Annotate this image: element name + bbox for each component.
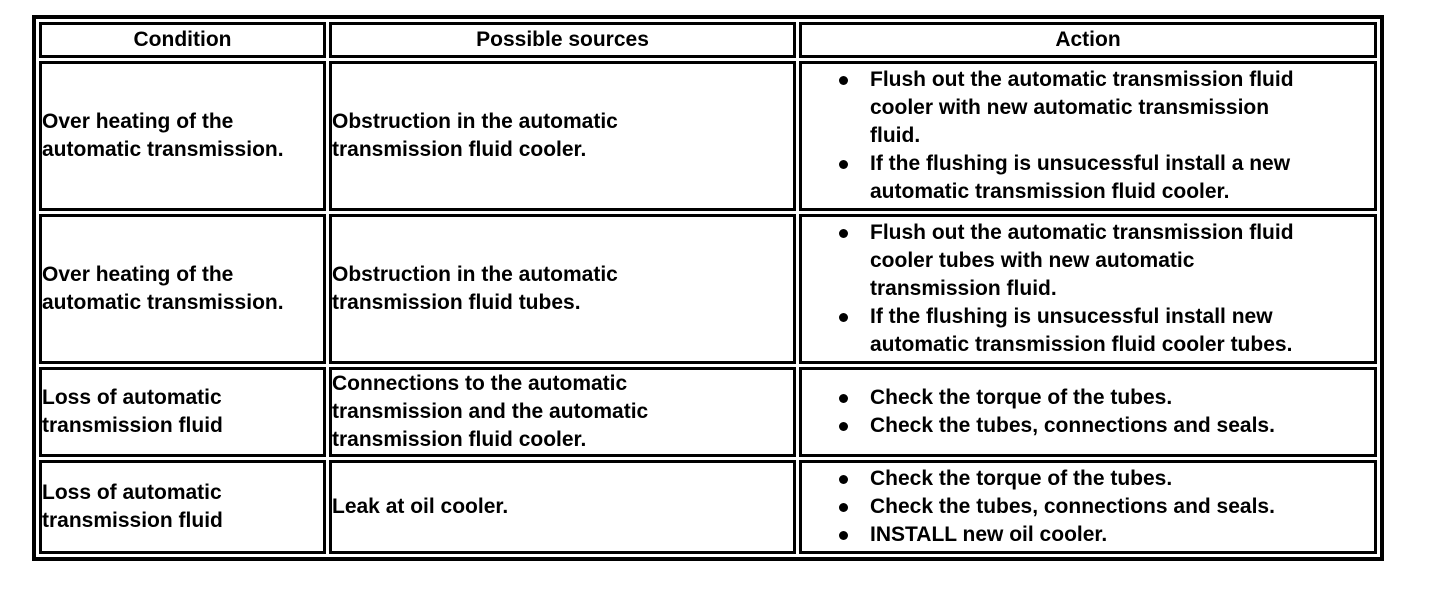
action-item: Flush out the automatic transmission flu…	[802, 66, 1370, 150]
condition-text: Loss of automatic transmission fluid	[42, 481, 223, 532]
condition-text: Loss of automatic transmission fluid	[42, 386, 223, 437]
possible-sources-cell: Obstruction in the automatic transmissio…	[329, 214, 796, 364]
header-condition: Condition	[39, 22, 326, 58]
action-cell: Check the torque of the tubes. Check the …	[799, 460, 1377, 554]
action-text: Flush out the automatic transmission flu…	[870, 221, 1294, 300]
bullet-icon	[839, 503, 848, 512]
action-item: Check the torque of the tubes.	[802, 384, 1370, 412]
action-list: Flush out the automatic transmission flu…	[802, 64, 1374, 208]
condition-text: Over heating of the automatic transmissi…	[42, 263, 284, 314]
bullet-icon	[839, 475, 848, 484]
diagnostic-table-head: Condition Possible sources Action	[39, 22, 1377, 58]
possible-sources-cell: Leak at oil cooler.	[329, 460, 796, 554]
possible-sources-cell: Obstruction in the automatic transmissio…	[329, 61, 796, 211]
header-row: Condition Possible sources Action	[39, 22, 1377, 58]
diagnostic-table-body: Over heating of the automatic transmissi…	[39, 61, 1377, 554]
possible-sources-text: Obstruction in the automatic transmissio…	[332, 263, 618, 314]
action-item: If the flushing is unsucessful install n…	[802, 303, 1370, 359]
bullet-icon	[839, 531, 848, 540]
action-cell: Flush out the automatic transmission flu…	[799, 61, 1377, 211]
action-list: Flush out the automatic transmission flu…	[802, 217, 1374, 361]
action-text: Flush out the automatic transmission flu…	[870, 68, 1294, 147]
possible-sources-cell: Connections to the automatic transmissio…	[329, 367, 796, 457]
table-row: Loss of automatic transmission fluid Leak…	[39, 460, 1377, 554]
possible-sources-text: Leak at oil cooler.	[332, 495, 509, 518]
action-text: Check the tubes, connections and seals.	[870, 414, 1275, 437]
action-item: Check the torque of the tubes.	[802, 465, 1370, 493]
action-item: INSTALL new oil cooler.	[802, 521, 1370, 549]
action-item: Flush out the automatic transmission flu…	[802, 219, 1370, 303]
action-cell: Flush out the automatic transmission flu…	[799, 214, 1377, 364]
condition-cell: Over heating of the automatic transmissi…	[39, 61, 326, 211]
action-item: Check the tubes, connections and seals.	[802, 493, 1370, 521]
bullet-icon	[839, 422, 848, 431]
bullet-icon	[839, 229, 848, 238]
possible-sources-text: Connections to the automatic transmissio…	[332, 372, 649, 451]
bullet-icon	[839, 76, 848, 85]
action-text: If the flushing is unsucessful install a…	[870, 152, 1291, 203]
action-cell: Check the torque of the tubes. Check the …	[799, 367, 1377, 457]
bullet-icon	[839, 394, 848, 403]
diagnostic-table: Condition Possible sources Action Over h…	[32, 15, 1384, 561]
condition-cell: Loss of automatic transmission fluid	[39, 460, 326, 554]
diagnostic-table-wrap: Condition Possible sources Action Over h…	[32, 15, 1384, 561]
header-possible-sources: Possible sources	[329, 22, 796, 58]
action-text: Check the tubes, connections and seals.	[870, 495, 1275, 518]
action-text: INSTALL new oil cooler.	[870, 523, 1108, 546]
action-item: Check the tubes, connections and seals.	[802, 412, 1370, 440]
condition-text: Over heating of the automatic transmissi…	[42, 110, 284, 161]
bullet-icon	[839, 313, 848, 322]
action-text: Check the torque of the tubes.	[870, 386, 1173, 409]
table-row: Over heating of the automatic transmissi…	[39, 214, 1377, 364]
bullet-icon	[839, 160, 848, 169]
table-row: Over heating of the automatic transmissi…	[39, 61, 1377, 211]
action-text: If the flushing is unsucessful install n…	[870, 305, 1293, 356]
possible-sources-text: Obstruction in the automatic transmissio…	[332, 110, 618, 161]
action-item: If the flushing is unsucessful install a…	[802, 150, 1370, 206]
condition-cell: Loss of automatic transmission fluid	[39, 367, 326, 457]
table-row: Loss of automatic transmission fluid Conn…	[39, 367, 1377, 457]
header-action: Action	[799, 22, 1377, 58]
action-list: Check the torque of the tubes. Check the …	[802, 382, 1374, 442]
action-text: Check the torque of the tubes.	[870, 467, 1173, 490]
action-list: Check the torque of the tubes. Check the …	[802, 463, 1374, 551]
condition-cell: Over heating of the automatic transmissi…	[39, 214, 326, 364]
